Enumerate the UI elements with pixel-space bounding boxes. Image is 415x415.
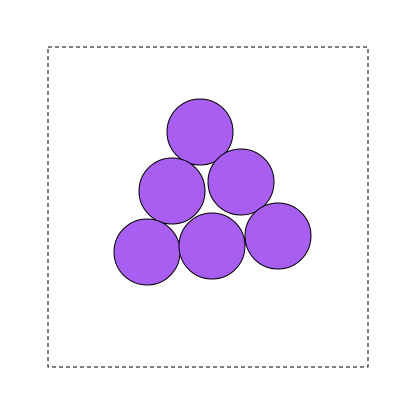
circle-6	[244, 202, 312, 270]
circle-2	[138, 157, 206, 225]
circle-4	[113, 218, 181, 286]
circle-1	[166, 98, 234, 166]
circle-group	[113, 98, 312, 286]
dashed-frame	[47, 46, 369, 368]
circle-3	[207, 148, 275, 216]
circle-5	[178, 212, 246, 280]
